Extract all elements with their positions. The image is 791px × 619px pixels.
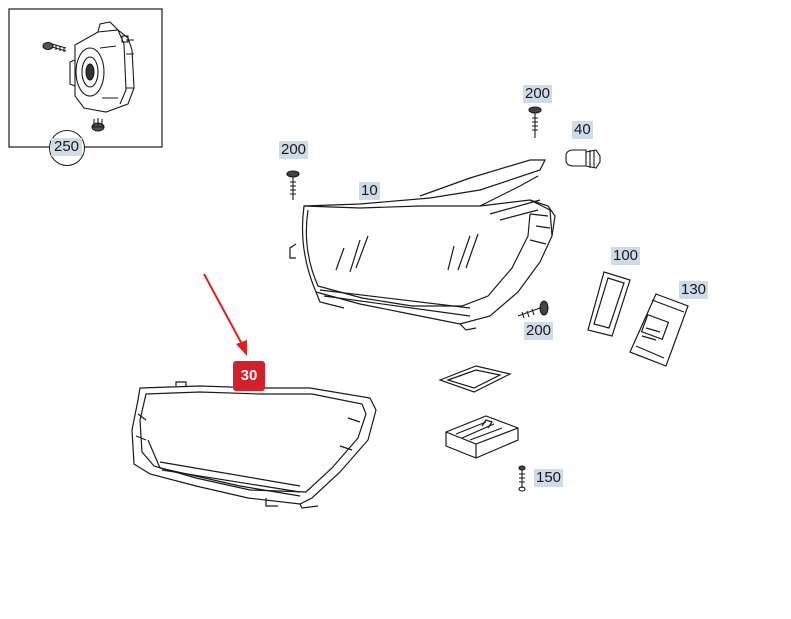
callout-10[interactable]: 10 bbox=[359, 182, 380, 200]
callout-150[interactable]: 150 bbox=[534, 469, 564, 487]
inset-screw-bottom-icon bbox=[91, 118, 105, 132]
callout-30-highlighted[interactable]: 30 bbox=[233, 361, 265, 391]
callout-200-a[interactable]: 200 bbox=[279, 141, 309, 159]
bulb-40-icon bbox=[565, 149, 601, 169]
callout-250[interactable]: 250 bbox=[51, 138, 83, 156]
callout-40[interactable]: 40 bbox=[572, 121, 593, 139]
part-10-headlamp-drawing bbox=[289, 159, 556, 331]
module-130-drawing bbox=[629, 293, 689, 367]
gasket-100-drawing bbox=[587, 271, 631, 337]
gasket-lower-drawing bbox=[438, 365, 512, 393]
callout-200-c[interactable]: 200 bbox=[524, 322, 554, 340]
callout-130[interactable]: 130 bbox=[679, 281, 709, 299]
screw-200-a-icon bbox=[286, 170, 300, 200]
led-module-drawing bbox=[445, 415, 519, 459]
screw-150-icon bbox=[518, 465, 526, 492]
part-30-bezel-drawing bbox=[131, 381, 377, 509]
callout-200-b[interactable]: 200 bbox=[523, 85, 553, 103]
callout-100[interactable]: 100 bbox=[611, 247, 641, 265]
screw-200-b-icon bbox=[528, 106, 542, 138]
inset-screw-top-icon bbox=[42, 41, 67, 52]
part-250-motor-drawing bbox=[69, 21, 135, 113]
screw-200-c-icon bbox=[517, 300, 549, 319]
highlight-arrow bbox=[203, 273, 247, 356]
